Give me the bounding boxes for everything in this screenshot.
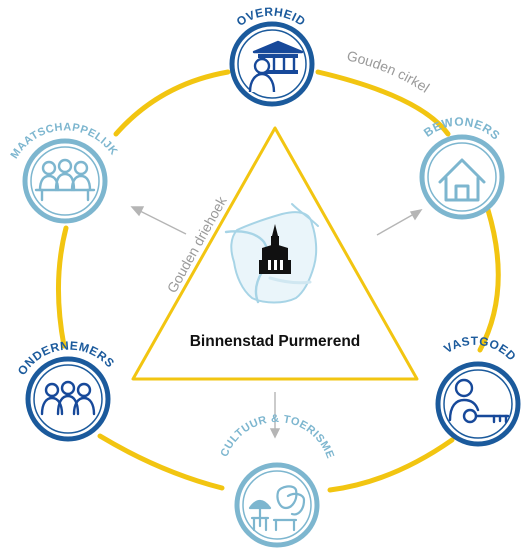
node-vastgoed[interactable]: VASTGOED [435, 334, 521, 447]
government-building-person-icon [248, 40, 304, 93]
circle-arc-maatschappelijk-overheid [113, 69, 231, 137]
arrow-to-bewoners [376, 208, 423, 236]
diagram-title: Binnenstad Purmerend [190, 333, 361, 350]
terrace-theater-masks-icon [248, 485, 306, 532]
arrows [130, 206, 423, 439]
golden-circle-label: Gouden cirkel [345, 47, 432, 95]
circle-arc-overheid-bewoners [315, 69, 451, 137]
node-ondernemers[interactable]: ONDERNEMERS [15, 338, 118, 442]
circle-arc-ondernemers-maatschappelijk [55, 225, 69, 349]
node-bewoners[interactable]: BEWONERS [419, 115, 505, 220]
circle-arc-vastgoed-cultuur [327, 437, 455, 493]
golden-circle [55, 69, 501, 493]
circle-arc-bewoners-vastgoed [477, 207, 501, 353]
group-of-people-icon [40, 380, 96, 416]
node-overheid[interactable]: OVERHEID [229, 5, 315, 107]
arrow-to-cultuur [269, 392, 281, 439]
people-at-table-icon [34, 158, 96, 202]
church-icon [259, 224, 291, 274]
arrow-to-maatschappelijk [130, 206, 187, 235]
label-cultuur-toerisme: CULTUUR & TOERISME [219, 413, 337, 461]
person-key-icon [448, 378, 510, 424]
circle-arc-cultuur-ondernemers [97, 433, 225, 491]
house-icon [438, 158, 486, 202]
node-maatschappelijk[interactable]: MAATSCHAPPELIJK [9, 121, 120, 224]
